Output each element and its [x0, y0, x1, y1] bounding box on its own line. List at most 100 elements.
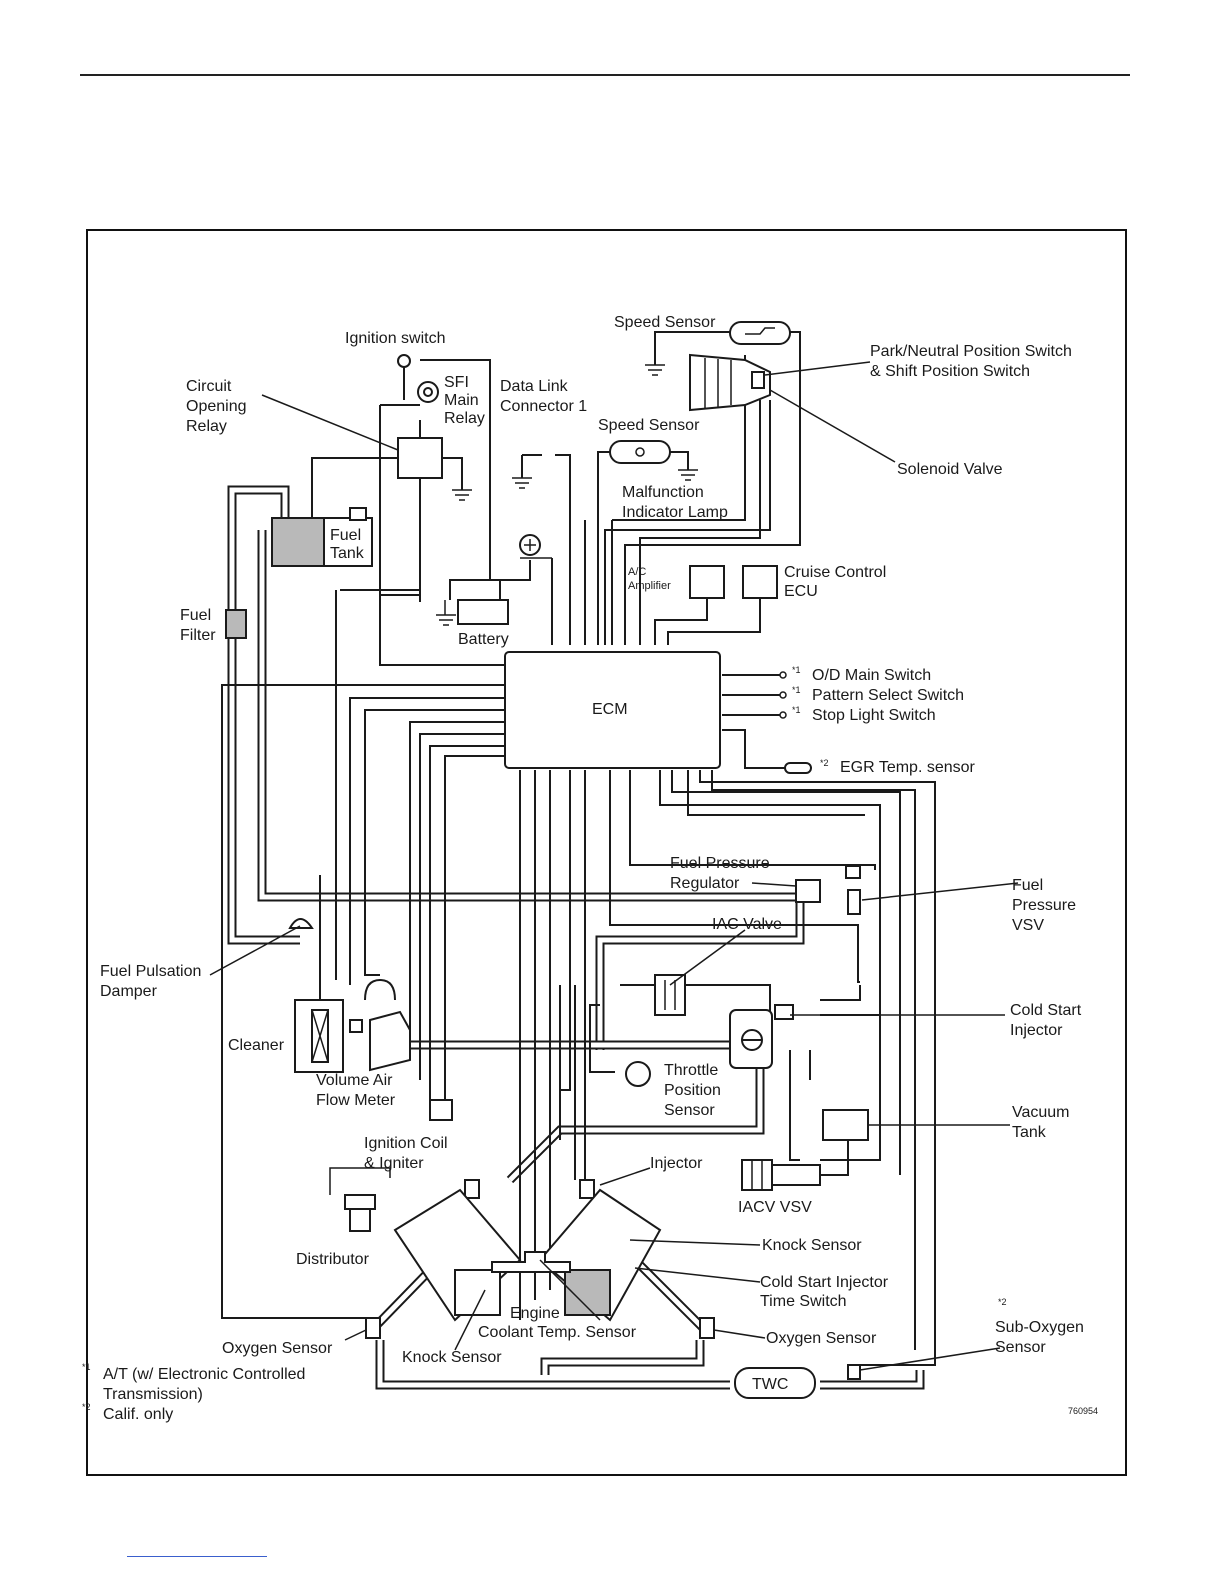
label-throttle-2: Position	[664, 1082, 721, 1099]
label-data-link-2: Connector 1	[500, 398, 587, 415]
label-stop-light: Stop Light Switch	[812, 707, 936, 724]
label-ignition-switch: Ignition switch	[345, 330, 446, 347]
label-sfi-main-relay-3: Relay	[444, 410, 485, 427]
speed-sensor-top-wave	[745, 327, 775, 335]
speed-sensor-mid-symbol	[609, 440, 671, 464]
label-o2-right: Oxygen Sensor	[766, 1330, 877, 1347]
twc-converter	[734, 1367, 816, 1399]
transmission-symbol	[689, 353, 771, 412]
fuel-pulsation-damper	[288, 918, 314, 929]
label-injector: Injector	[650, 1155, 703, 1172]
cruise-control-ecu-box	[742, 565, 778, 599]
label-fuel-tank-2: Tank	[330, 545, 365, 562]
label-cs-time-1: Cold Start Injector	[760, 1274, 889, 1291]
iacv-vsv	[741, 1159, 821, 1191]
throttle-position-sensor	[625, 1061, 651, 1087]
iac-valve	[654, 974, 686, 1016]
injector-right	[579, 1179, 595, 1199]
label-fuel-filter-2: Filter	[180, 627, 216, 644]
label-throttle-3: Sensor	[664, 1102, 715, 1119]
injector-left	[464, 1179, 480, 1199]
label-cold-start-2: Injector	[1010, 1022, 1063, 1039]
fuel-pressure-vsv	[845, 865, 861, 915]
label-sfi-main-relay-1: SFI	[444, 374, 469, 391]
label-cruise-1: Cruise Control	[784, 564, 886, 581]
label-distributor: Distributor	[296, 1251, 370, 1268]
label-cruise-2: ECU	[784, 583, 818, 600]
fuel-tank	[271, 507, 373, 567]
battery-box	[457, 599, 509, 625]
fuel-lines	[227, 485, 810, 1050]
label-vacuum-tank-2: Tank	[1012, 1124, 1047, 1141]
label-ign-coil-1: Ignition Coil	[364, 1135, 448, 1152]
fuel-pressure-regulator	[795, 879, 821, 903]
top-rule	[80, 74, 1130, 76]
label-vacuum-tank-1: Vacuum	[1012, 1104, 1070, 1121]
mark-pattern: *1	[792, 685, 801, 695]
label-cleaner: Cleaner	[228, 1037, 285, 1054]
engine-block	[393, 1188, 662, 1322]
label-knock-right: Knock Sensor	[762, 1237, 862, 1254]
label-sfi-main-relay-2: Main	[444, 392, 479, 409]
label-pattern-select: Pattern Select Switch	[812, 687, 964, 704]
ecm-box	[504, 651, 721, 769]
label-sub-o2-1: Sub-Oxygen	[995, 1319, 1084, 1336]
label-ign-coil-2: & Igniter	[364, 1155, 424, 1172]
fuel-filter	[225, 609, 247, 639]
footnote-1-mark: *1	[82, 1362, 91, 1372]
label-fp-vsv-2: Pressure	[1012, 897, 1076, 914]
label-malfunction-2: Indicator Lamp	[622, 504, 728, 521]
vacuum-tank-box	[822, 1109, 869, 1141]
volume-air-flow-meter	[369, 1010, 411, 1072]
mark-egr: *2	[820, 758, 829, 768]
label-ecm: ECM	[592, 701, 628, 718]
label-speed-sensor-top: Speed Sensor	[614, 314, 716, 331]
label-ac-amp-1: A/C	[628, 566, 646, 578]
footnote-1-line-2: Transmission)	[103, 1386, 203, 1403]
ac-amplifier-box	[689, 565, 725, 599]
label-circuit-opening-2: Opening	[186, 398, 247, 415]
footnote-2-line-1: Calif. only	[103, 1406, 173, 1423]
label-engine-coolant-2: Coolant Temp. Sensor	[478, 1324, 637, 1341]
cold-start-injector	[774, 1004, 794, 1020]
label-park-neutral-1: Park/Neutral Position Switch	[870, 343, 1072, 360]
distributor	[344, 1194, 376, 1232]
ignition-switch	[397, 354, 411, 368]
label-fpr-2: Regulator	[670, 875, 740, 892]
label-data-link-1: Data Link	[500, 378, 569, 395]
mark-stop-light: *1	[792, 705, 801, 715]
ground-symbols	[436, 364, 698, 626]
air-cleaner	[294, 999, 344, 1073]
label-battery: Battery	[458, 631, 509, 648]
speed-sensor-mid-dot	[635, 447, 645, 457]
leader-lines	[209, 361, 1019, 1371]
sfi-main-relay	[417, 381, 439, 403]
label-vaf-1: Volume Air	[316, 1072, 393, 1089]
label-iac-valve: IAC Valve	[712, 916, 782, 933]
label-malfunction-1: Malfunction	[622, 484, 704, 501]
label-fp-vsv-1: Fuel	[1012, 877, 1043, 894]
labels: Ignition switch SFI Main Relay Data Link…	[82, 314, 1098, 1423]
label-fuel-pulsation-2: Damper	[100, 983, 158, 1000]
label-knock-bottom: Knock Sensor	[402, 1349, 502, 1366]
label-fpr-1: Fuel Pressure	[670, 855, 770, 872]
footnote-2-mark: *2	[82, 1402, 91, 1412]
label-sub-o2-2: Sensor	[995, 1339, 1046, 1356]
label-fp-vsv-3: VSV	[1012, 917, 1044, 934]
label-fuel-filter-1: Fuel	[180, 607, 211, 624]
label-fuel-pulsation-1: Fuel Pulsation	[100, 963, 201, 980]
label-throttle-1: Throttle	[664, 1062, 718, 1079]
label-circuit-opening-1: Circuit	[186, 378, 232, 395]
footnote-1-line-1: A/T (w/ Electronic Controlled	[103, 1366, 305, 1383]
oxygen-sensor-right	[699, 1317, 715, 1339]
label-cold-start-1: Cold Start	[1010, 1002, 1082, 1019]
bottom-link-line	[127, 1556, 267, 1557]
label-engine-coolant-1: Engine	[510, 1305, 560, 1322]
air-temp-sensor	[349, 1019, 363, 1033]
diagram-frame	[86, 229, 1127, 1476]
sub-oxygen-sensor	[847, 1364, 861, 1380]
label-o2-left: Oxygen Sensor	[222, 1340, 333, 1357]
label-twc: TWC	[752, 1376, 788, 1393]
label-ac-amp-2: Amplifier	[628, 580, 671, 592]
